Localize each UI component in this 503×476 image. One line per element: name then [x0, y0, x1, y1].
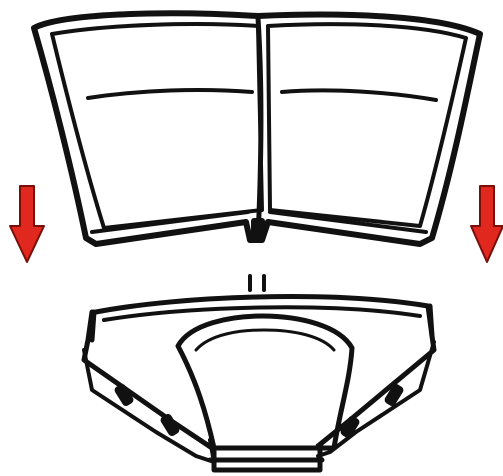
seat-base-front-rail — [210, 448, 322, 470]
seat-base — [84, 276, 434, 470]
seat-base-posts — [250, 276, 264, 290]
seat-base-right-frame — [318, 306, 434, 446]
backrest-center-seam — [258, 18, 261, 238]
panel-stitch-left — [88, 90, 252, 98]
backrest-right-inner — [268, 24, 466, 226]
backrest-connector — [251, 218, 265, 238]
down-arrow-icon — [10, 186, 44, 262]
down-arrow-left — [10, 186, 44, 262]
backrest-panel — [34, 13, 480, 244]
backrest-left-inner — [52, 24, 262, 228]
seat-cushion — [178, 316, 352, 448]
down-arrow-icon — [471, 186, 503, 262]
seat-cushion-inner — [196, 330, 334, 350]
panel-stitch-right — [282, 90, 436, 100]
down-arrow-right — [471, 186, 503, 262]
